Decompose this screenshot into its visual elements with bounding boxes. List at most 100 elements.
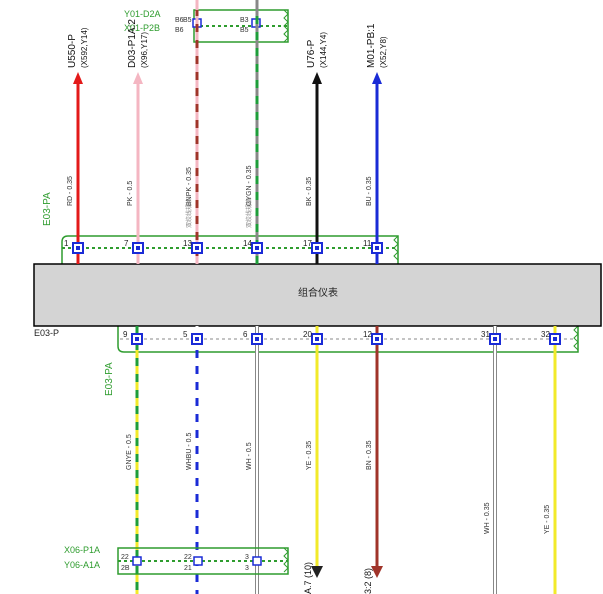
top-inline-pin-1: B6 — [175, 17, 184, 24]
lower-wire-l6: WH - 0.35 31 — [481, 326, 501, 594]
lower-pin-l7-dot — [553, 337, 557, 341]
upper-pin-w2-dot — [136, 246, 140, 250]
upper-wire-dest-coord-w6: (X52,Y8) — [379, 36, 388, 68]
upper-wire-spec-w5: BK - 0.35 — [306, 177, 313, 206]
bottom-inline-pin-3: 22 — [184, 554, 192, 561]
upper-connector: E03-PA — [42, 192, 399, 264]
lower-wire-dest-l4: A.7 (10) — [303, 562, 313, 594]
lower-pin-l2-label: 5 — [183, 330, 188, 339]
bottom-inline-conn-b: Y06-A1A — [64, 560, 100, 570]
lower-pin-l7-label: 32 — [541, 330, 550, 339]
top-inline-pin-5: B5 — [240, 27, 249, 34]
upper-pin-w3-label: 13 — [183, 239, 192, 248]
lower-wire-arrow-l4 — [311, 566, 323, 578]
lower-wire-l3: WH - 0.5 6 — [243, 326, 263, 594]
upper-pin-w5-dot — [315, 246, 319, 250]
lower-wire-spec-l7: YE - 0.35 — [544, 505, 551, 534]
top-inline-pin-2: B5 — [183, 17, 192, 24]
lower-wire-l1: GNYE - 0.5 9 — [123, 326, 143, 594]
lower-pin-l4-label: 20 — [303, 330, 312, 339]
upper-pin-w3-dot — [195, 246, 199, 250]
lower-pin-l6-dot — [493, 337, 497, 341]
top-inline-pin-4: B3 — [240, 17, 249, 24]
bottom-inline-pin-box-1 — [132, 556, 142, 566]
top-inline-pin-3: B6 — [175, 27, 184, 34]
upper-wire-note-w4: 双绞线规格 — [245, 198, 253, 228]
lower-wire-spec-l2: WHBU - 0.5 — [186, 433, 193, 470]
upper-wire-w5: U76-P(X144,Y4) BK - 0.35 17 — [303, 32, 328, 264]
upper-wire-dest-w1: U550-P — [67, 34, 78, 68]
bottom-inline-pin-5: 3 — [245, 554, 249, 561]
lower-wire-spec-l3: WH - 0.5 — [246, 442, 253, 470]
bottom-inline-pin-box-3 — [252, 556, 262, 566]
upper-wire-arrow-w2 — [133, 72, 143, 84]
upper-wires: U550-P(X592,Y14) RD - 0.35 1 D03-P1A:2(X96,… — [64, 0, 388, 264]
upper-pin-w2-label: 7 — [124, 239, 129, 248]
lower-pin-l6-label: 31 — [481, 330, 490, 339]
top-inline-conn-a: Y01-D2A — [124, 9, 161, 19]
bottom-inline-pin-4: 21 — [184, 565, 192, 572]
lower-pin-l5-dot — [375, 337, 379, 341]
bottom-inline-connector: X06-P1A Y06-A1A 22 2B 22 21 3 3 — [64, 545, 289, 575]
lower-pin-l5-label: 12 — [363, 330, 372, 339]
upper-pin-w6-label: 11 — [363, 239, 372, 248]
lower-wire-spec-l1: GNYE - 0.5 — [126, 434, 133, 470]
upper-connector-frame — [61, 235, 399, 264]
lower-wire-arrow-l5 — [371, 566, 383, 578]
lower-wire-dest-l5: 3:2 (8) — [363, 568, 373, 594]
upper-wire-dest-coord-w2: (X96,Y17) — [140, 32, 149, 68]
bottom-inline-pin-2: 2B — [121, 565, 130, 572]
lower-wire-l4: A.7 (10) YE - 0.35 20 — [303, 326, 323, 594]
upper-pin-w5-label: 17 — [303, 239, 312, 248]
upper-wire-dest-w2: D03-P1A:2 — [127, 19, 138, 68]
upper-wire-note-w3: 双绞线规格 — [185, 198, 193, 228]
upper-connector-label: E03-PA — [42, 192, 53, 226]
upper-wire-spec-w1: RD - 0.35 — [67, 176, 74, 206]
upper-pin-w1-dot — [76, 246, 80, 250]
module-box — [33, 263, 602, 327]
upper-wire-dest-w5: U76-P — [306, 39, 317, 68]
lower-wire-l7: YE - 0.35 32 — [541, 326, 561, 594]
bottom-inline-pin-box-2 — [193, 556, 203, 566]
upper-pin-w6-dot — [375, 246, 379, 250]
upper-wire-w2: D03-P1A:2(X96,Y17) PK - 0.5 7 — [124, 19, 149, 264]
upper-wire-w1: U550-P(X592,Y14) RD - 0.35 1 — [64, 27, 89, 264]
upper-wire-arrow-w1 — [73, 72, 83, 84]
lower-pin-l1-label: 9 — [123, 330, 128, 339]
bottom-inline-pin-6: 3 — [245, 565, 249, 572]
lower-connector-tear-edge — [573, 325, 579, 351]
lower-pin-l2-dot — [195, 337, 199, 341]
lower-connector: E03-PA — [104, 325, 579, 396]
lower-pin-l3-dot — [255, 337, 259, 341]
lower-wire-l2: WHBU - 0.5 5 — [183, 326, 203, 594]
lower-pin-l4-dot — [315, 337, 319, 341]
lower-connector-label: E03-PA — [104, 362, 115, 396]
upper-wire-spec-w3: BNPK - 0.35 — [186, 167, 193, 206]
lower-wire-spec-l4: YE - 0.35 — [306, 441, 313, 470]
top-inline-conn-b: X01-P2B — [124, 23, 160, 33]
upper-pin-w4-dot — [255, 246, 259, 250]
upper-wire-arrow-w5 — [312, 72, 322, 84]
upper-wire-spec-w4: GYGN - 0.35 — [246, 165, 253, 206]
upper-wire-arrow-w6 — [372, 72, 382, 84]
upper-pin-w4-label: 14 — [243, 239, 252, 248]
instrument-cluster-module: 组合仪表 E03-P — [33, 263, 602, 338]
upper-wire-dest-w6: M01-PB:1 — [366, 23, 377, 68]
upper-wire-spec-w2: PK - 0.5 — [127, 181, 134, 206]
upper-wire-dest-coord-w1: (X592,Y14) — [80, 27, 89, 68]
lower-wire-l5: 3:2 (8) BN - 0.35 12 — [363, 326, 383, 594]
lower-connector-frame — [117, 326, 579, 353]
lower-pin-l3-label: 6 — [243, 330, 248, 339]
upper-wire-spec-w6: BU - 0.35 — [366, 176, 373, 206]
bottom-inline-pin-1: 22 — [121, 554, 129, 561]
bottom-inline-conn-a: X06-P1A — [64, 545, 100, 555]
upper-wire-w6: M01-PB:1(X52,Y8) BU - 0.35 11 — [363, 23, 388, 264]
upper-pin-w1-label: 1 — [64, 239, 69, 248]
lower-wire-spec-l6: WH - 0.35 — [484, 502, 491, 534]
upper-wire-dest-coord-w5: (X144,Y4) — [319, 32, 328, 68]
lower-wire-spec-l5: BN - 0.35 — [366, 440, 373, 470]
